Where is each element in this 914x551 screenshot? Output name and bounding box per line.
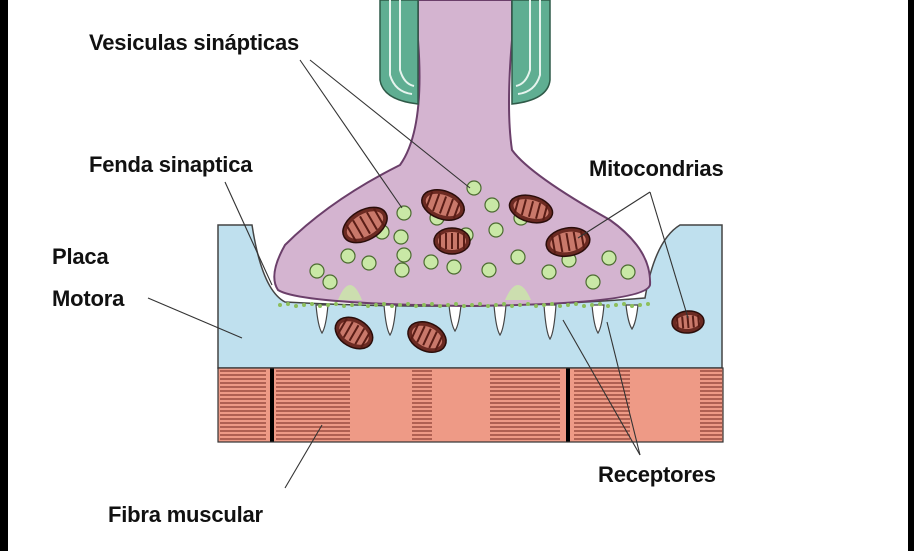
receptor-dot [278, 303, 282, 307]
vesicle [341, 249, 355, 263]
receptor-dot [446, 303, 450, 307]
receptor-dot [622, 302, 626, 306]
vesicle [395, 263, 409, 277]
receptor-dot [374, 303, 378, 307]
vesicle [394, 230, 408, 244]
receptor-dot [398, 303, 402, 307]
receptor-dot [486, 304, 490, 308]
vesicle [621, 265, 635, 279]
vesicle [511, 250, 525, 264]
mitochondrion [434, 228, 470, 254]
receptor-dot [342, 304, 346, 308]
receptor-dot [350, 303, 354, 307]
receptor-dot [614, 303, 618, 307]
receptor-dot [334, 302, 338, 306]
label-fibra-muscular: Fibra muscular [108, 502, 264, 527]
receptor-dot [454, 302, 458, 306]
receptor-dot [318, 304, 322, 308]
receptor-dot [302, 303, 306, 307]
receptor-dot [438, 304, 442, 308]
receptor-dot [310, 302, 314, 306]
receptor-dot [462, 304, 466, 308]
vesicle [397, 248, 411, 262]
vesicle [323, 275, 337, 289]
label-mitocondrias: Mitocondrias [589, 156, 724, 181]
receptor-dot [422, 303, 426, 307]
receptor-dot [326, 303, 330, 307]
receptor-dot [366, 304, 370, 308]
axon-terminal [274, 0, 650, 306]
vesicle [310, 264, 324, 278]
vesicle [424, 255, 438, 269]
vesicle [467, 181, 481, 195]
receptor-dot [478, 302, 482, 306]
receptor-dot [638, 303, 642, 307]
receptor-dot [286, 302, 290, 306]
receptor-dot [518, 303, 522, 307]
vesicle [485, 198, 499, 212]
vesicle [482, 263, 496, 277]
receptor-dot [630, 304, 634, 308]
receptor-dot [558, 304, 562, 308]
vesicle [586, 275, 600, 289]
receptor-dot [606, 304, 610, 308]
receptor-dot [414, 304, 418, 308]
label-placa: Placa [52, 244, 109, 269]
receptor-dot [294, 304, 298, 308]
label-vesiculas-sinapticas: Vesiculas sinápticas [89, 30, 299, 55]
receptor-dot [470, 303, 474, 307]
receptor-dot [390, 304, 394, 308]
receptor-dot [582, 304, 586, 308]
receptor-dot [494, 303, 498, 307]
receptor-dot [566, 303, 570, 307]
receptor-dot [526, 302, 530, 306]
receptor-dot [502, 302, 506, 306]
receptor-dot [358, 302, 362, 306]
receptor-dot [598, 302, 602, 306]
vesicle [447, 260, 461, 274]
label-fenda-sinaptica: Fenda sinaptica [89, 152, 253, 177]
receptor-dot [574, 302, 578, 306]
receptor-dot [646, 302, 650, 306]
muscle-fiber [218, 368, 723, 442]
vesicle [362, 256, 376, 270]
receptor-dot [430, 302, 434, 306]
vesicle [602, 251, 616, 265]
vesicle [397, 206, 411, 220]
receptor-dot [406, 302, 410, 306]
vesicle [489, 223, 503, 237]
label-motora: Motora [52, 286, 125, 311]
receptor-dot [510, 304, 514, 308]
label-receptores: Receptores [598, 462, 716, 487]
vesicle [542, 265, 556, 279]
receptor-dot [542, 303, 546, 307]
receptor-dot [382, 302, 386, 306]
receptor-dot [534, 304, 538, 308]
receptor-dot [550, 302, 554, 306]
receptor-dot [590, 303, 594, 307]
